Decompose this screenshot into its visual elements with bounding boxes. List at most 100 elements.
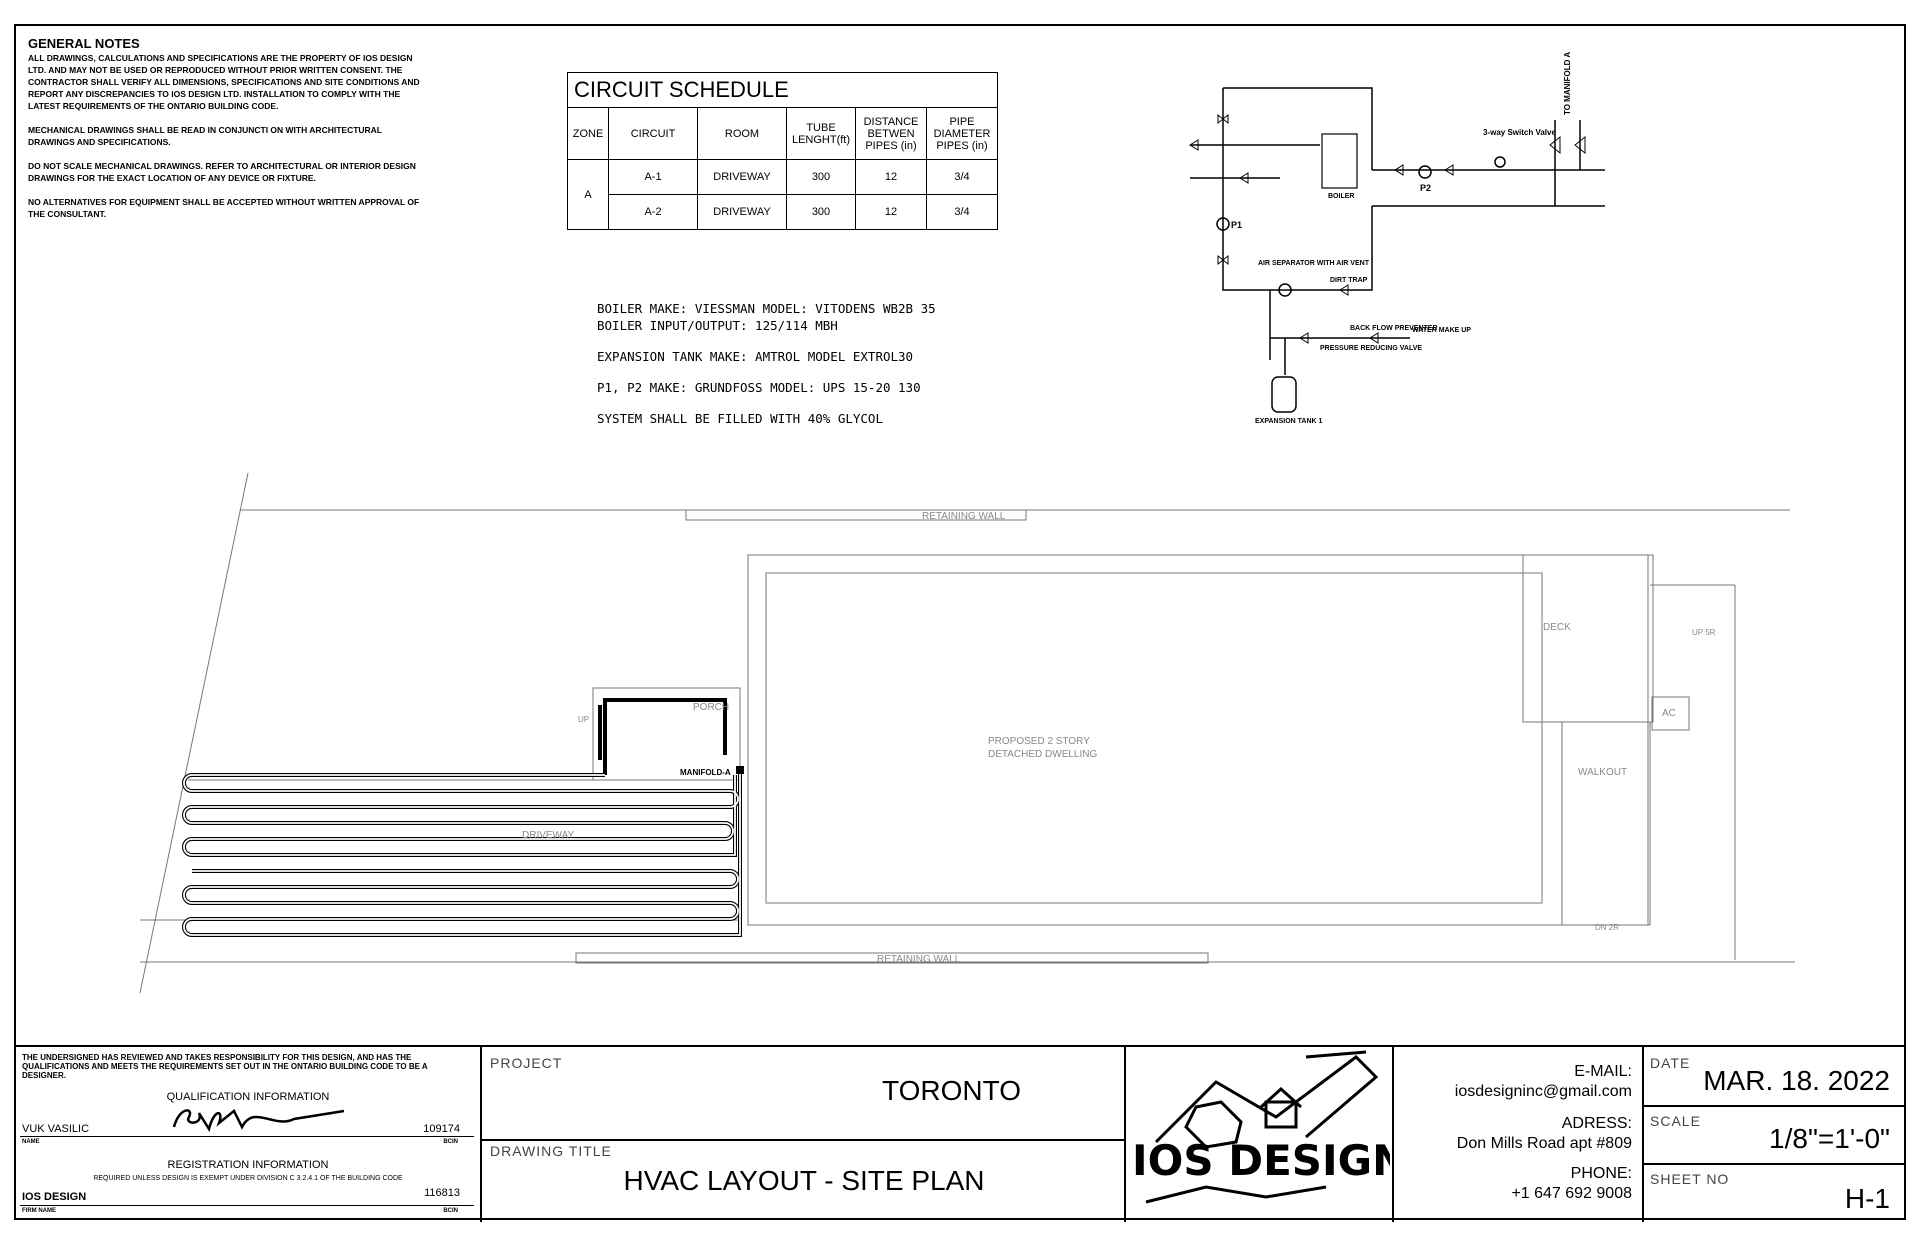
site-plan — [139, 472, 1795, 994]
row1-diameter: 3/4 — [926, 159, 998, 195]
email-label: E-MAIL: — [1574, 1063, 1632, 1080]
row2-length: 300 — [786, 194, 856, 230]
spec-glycol: SYSTEM SHALL BE FILLED WITH 40% GLYCOL — [597, 411, 883, 426]
row1-circuit: A-1 — [608, 159, 698, 195]
dwelling-outline — [747, 554, 1649, 926]
signature-image — [164, 1099, 364, 1133]
air-separator-icon — [1278, 283, 1292, 297]
expansion-tank-icon — [1271, 376, 1297, 413]
expansion-tank-label: EXPANSION TANK 1 — [1255, 418, 1323, 425]
project-name: TORONTO — [882, 1075, 1021, 1106]
dwelling-label-1: PROPOSED 2 STORY — [988, 736, 1090, 747]
contact-cell: E-MAIL: iosdesigninc@gmail.com ADRESS: D… — [1394, 1047, 1644, 1222]
general-notes: GENERAL NOTES ALL DRAWINGS, CALCULATIONS… — [28, 36, 428, 232]
retaining-wall-bottom — [575, 952, 1209, 964]
retaining-wall-top — [685, 509, 1027, 521]
undersigned-statement: THE UNDERSIGNED HAS REVIEWED AND TAKES R… — [22, 1053, 428, 1080]
up-label: UP — [578, 715, 589, 724]
drawing-title-label: DRAWING TITLE — [490, 1143, 612, 1159]
air-separator-label: AIR SEPARATOR WITH AIR VENT — [1258, 260, 1370, 267]
note-1: ALL DRAWINGS, CALCULATIONS AND SPECIFICA… — [28, 53, 420, 111]
address-value: Don Mills Road apt #809 — [1456, 1135, 1632, 1152]
general-notes-title: GENERAL NOTES — [28, 36, 140, 51]
sheet-number: H-1 — [1844, 1183, 1890, 1214]
spec-expansion-tank: EXPANSION TANK MAKE: AMTROL MODEL EXTROL… — [597, 349, 914, 364]
company-logo: IOS DESIGN — [1132, 1050, 1407, 1204]
manifold-label: MANIFOLD-A — [680, 768, 731, 777]
header-distance: DISTANCE BETWEN PIPES (in) — [855, 107, 927, 160]
walkout-label: WALKOUT — [1578, 767, 1627, 778]
drawing-canvas: BOILER P1 P2 3-way Switch Valve TO MANIF… — [139, 52, 1795, 994]
name-label: NAME — [22, 1139, 40, 1145]
firm-bcin-label: BCIN — [443, 1208, 458, 1214]
row2-room: DRIVEWAY — [697, 194, 787, 230]
spec-pumps: P1, P2 MAKE: GRUNDFOSS MODEL: UPS 15-20 … — [597, 380, 921, 395]
water-makeup-label: WATER MAKE UP — [1412, 327, 1471, 334]
firm-name: IOS DESIGN — [22, 1191, 87, 1203]
row1-room: DRIVEWAY — [697, 159, 787, 195]
project-label: PROJECT — [490, 1055, 563, 1071]
qualification-heading: QUALIFICATION INFORMATION — [166, 1091, 330, 1103]
row2-circuit: A-2 — [608, 194, 698, 230]
up-5r-label: UP 5R — [1692, 628, 1716, 637]
radiant-tube-loops — [182, 698, 742, 937]
firm-bcin: 116813 — [424, 1187, 460, 1199]
sheet-label: SHEET NO — [1650, 1171, 1730, 1187]
deck-label: DECK — [1543, 622, 1571, 633]
p1-label: P1 — [1231, 220, 1242, 230]
schedule-title: CIRCUIT SCHEDULE — [567, 72, 998, 108]
note-2: MECHANICAL DRAWINGS SHALL BE READ IN CON… — [28, 125, 382, 147]
switch-valve-label: 3-way Switch Valve — [1483, 128, 1556, 137]
phone-value: +1 647 692 9008 — [1511, 1185, 1632, 1202]
dn-2r-label: DN 2R — [1595, 923, 1619, 932]
walkout-outline — [1561, 721, 1651, 926]
dwelling-label-2: DETACHED DWELLING — [988, 749, 1097, 760]
email-value[interactable]: iosdesigninc@gmail.com — [1454, 1083, 1632, 1100]
registration-heading: REGISTRATION INFORMATION — [167, 1159, 329, 1171]
pump-p1-icon — [1216, 217, 1230, 231]
designer-bcin: 109174 — [423, 1123, 460, 1135]
piping-schematic — [1189, 87, 1605, 413]
schematic-labels: BOILER P1 P2 3-way Switch Valve TO MANIF… — [1231, 52, 1572, 425]
spec-boiler-make: BOILER MAKE: VIESSMAN MODEL: VITODENS WB… — [597, 301, 936, 316]
sheet-info-cell: DATE MAR. 18. 2022 SCALE 1/8"=1'-0" SHEE… — [1644, 1047, 1906, 1222]
header-pipe-diameter: PIPE DIAMETER PIPES (in) — [926, 107, 998, 160]
note-3: DO NOT SCALE MECHANICAL DRAWINGS. REFER … — [28, 161, 416, 183]
dwelling-inner — [765, 572, 1543, 904]
retaining-wall-top-label: RETAINING WALL — [922, 511, 1006, 522]
circuit-schedule-table: CIRCUIT SCHEDULE ZONE CIRCUIT ROOM TUBE … — [567, 72, 998, 230]
p2-label: P2 — [1420, 183, 1431, 193]
header-room: ROOM — [697, 107, 787, 160]
row2-diameter: 3/4 — [926, 194, 998, 230]
note-4: NO ALTERNATIVES FOR EQUIPMENT SHALL BE A… — [28, 197, 420, 219]
header-tube-length: TUBE LENGHT(ft) — [786, 107, 856, 160]
porch-outline — [592, 687, 741, 781]
scale-label: SCALE — [1650, 1113, 1701, 1129]
designer-info-cell: THE UNDERSIGNED HAS REVIEWED AND TAKES R… — [14, 1047, 482, 1222]
date-label: DATE — [1650, 1055, 1691, 1071]
porch-label: PORCH — [693, 702, 729, 713]
scale-value: 1/8"=1'-0" — [1769, 1123, 1890, 1154]
drawing-title: HVAC LAYOUT - SITE PLAN — [623, 1165, 985, 1196]
retaining-wall-bottom-label: RETAINING WALL — [877, 954, 961, 965]
designer-name: VUK VASILIC — [22, 1123, 90, 1135]
zone-cell: A — [567, 159, 609, 230]
header-circuit: CIRCUIT — [608, 107, 698, 160]
project-cell: PROJECT TORONTO DRAWING TITLE HVAC LAYOU… — [482, 1047, 1126, 1222]
logo-cell: IOS DESIGN — [1126, 1047, 1407, 1222]
switch-valve-icon — [1494, 156, 1506, 168]
dirt-trap-label: DIRT TRAP — [1330, 277, 1368, 284]
site-plan-labels: RETAINING WALL RETAINING WALL PROPOSED 2… — [522, 511, 1716, 965]
boiler-label: BOILER — [1328, 193, 1354, 200]
logo-text: IOS DESIGN — [1132, 1136, 1390, 1185]
boiler-icon — [1321, 133, 1358, 189]
ac-label: AC — [1662, 708, 1676, 719]
row1-length: 300 — [786, 159, 856, 195]
phone-label: PHONE: — [1570, 1165, 1632, 1182]
firm-name-label: FIRM NAME — [22, 1208, 56, 1214]
radiant-tube-loops-inner — [183, 770, 741, 936]
ac-outline — [1651, 696, 1690, 731]
spec-boiler-io: BOILER INPUT/OUTPUT: 125/114 MBH — [597, 318, 838, 333]
address-label: ADRESS: — [1561, 1115, 1632, 1132]
date-value: MAR. 18. 2022 — [1703, 1065, 1890, 1096]
